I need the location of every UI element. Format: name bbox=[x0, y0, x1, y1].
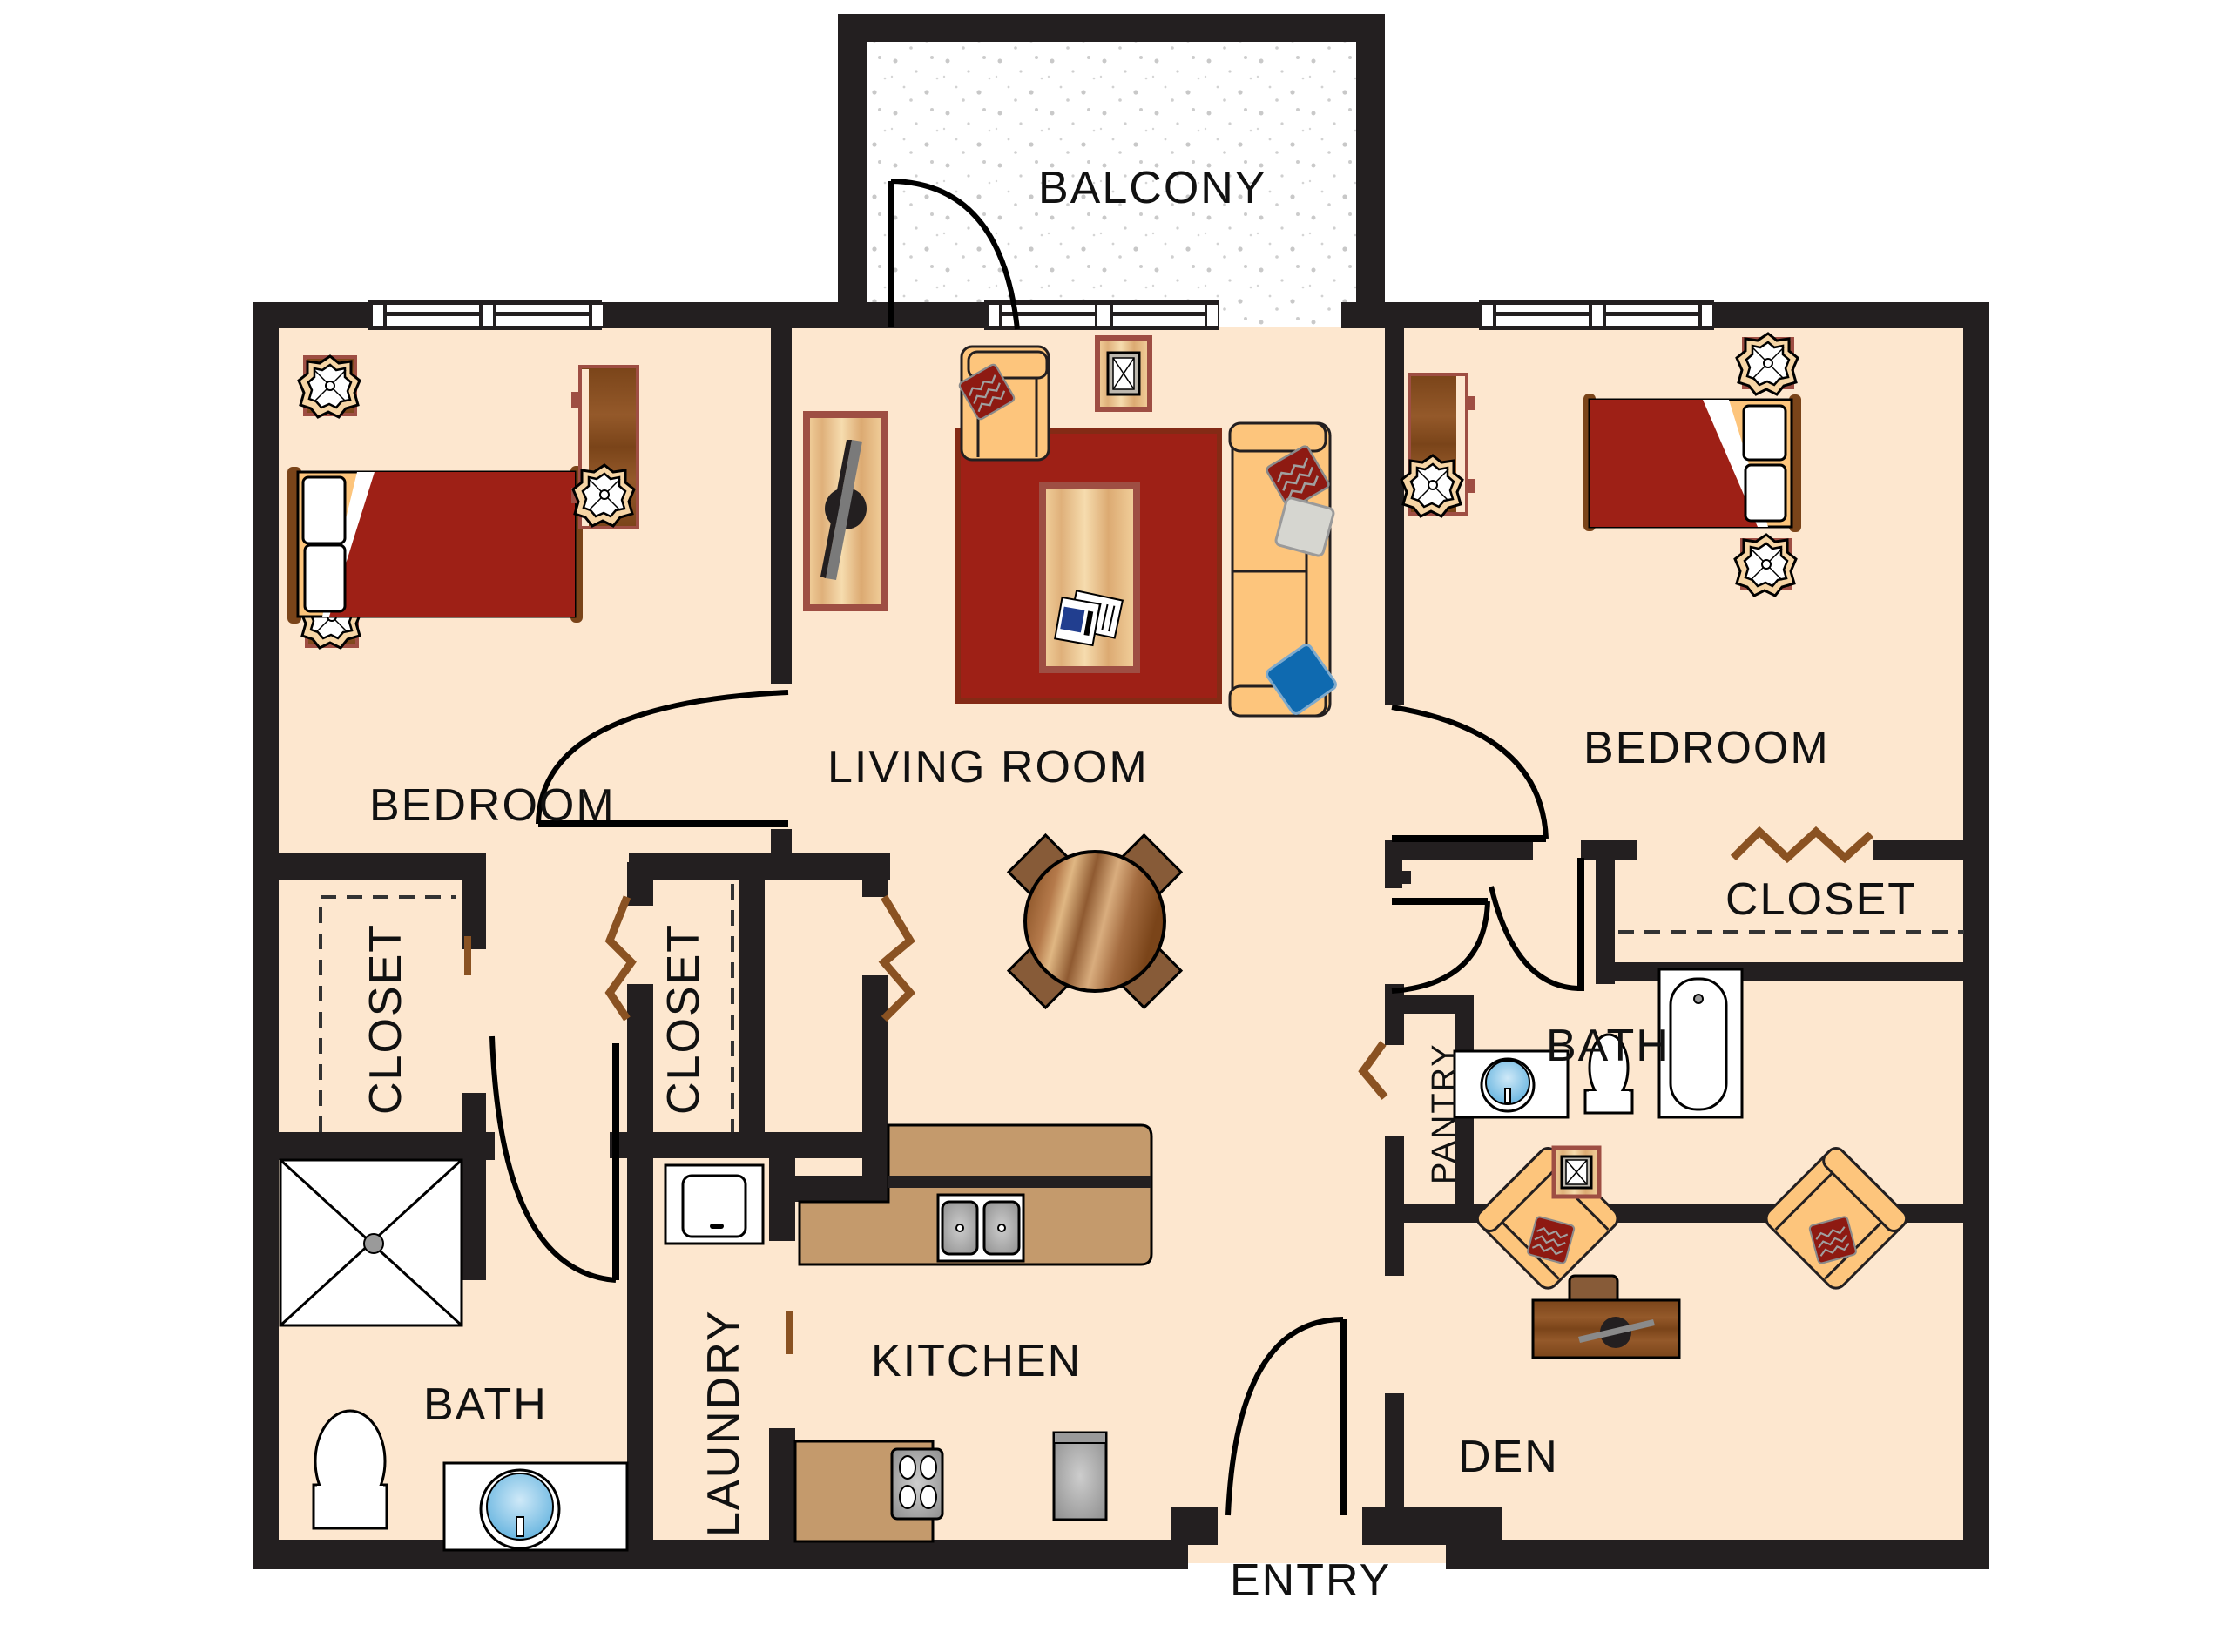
living-room-furniture bbox=[803, 335, 1337, 718]
coffee-table-icon bbox=[1039, 482, 1140, 673]
room-label-den: DEN bbox=[1458, 1432, 1559, 1482]
door-swing-icon[interactable] bbox=[1391, 705, 1549, 842]
room-label-living-room: LIVING ROOM bbox=[827, 742, 1149, 792]
nightstand-lamp-icon bbox=[1733, 533, 1798, 597]
window-icon bbox=[368, 300, 603, 330]
door-swing-icon[interactable] bbox=[1391, 858, 1584, 994]
room-label-laundry: LAUNDRY bbox=[699, 1309, 749, 1537]
kitchen-fixtures bbox=[664, 1123, 1153, 1543]
sink-icon bbox=[442, 1461, 629, 1552]
toilet-icon bbox=[1583, 1033, 1634, 1115]
closet-shelves bbox=[319, 884, 1964, 1132]
stove-icon bbox=[890, 1447, 944, 1521]
refrigerator-icon bbox=[1052, 1431, 1108, 1521]
sink-icon bbox=[1453, 1049, 1570, 1119]
door-stop bbox=[786, 1311, 793, 1354]
shower-icon bbox=[279, 1158, 463, 1327]
room-label-closet-right: CLOSET bbox=[1725, 874, 1917, 925]
door-swing-icon[interactable] bbox=[536, 690, 789, 827]
window-icon bbox=[984, 300, 1219, 330]
door-stop bbox=[464, 936, 471, 975]
windows bbox=[368, 300, 1714, 330]
left-bath-fixtures bbox=[279, 1158, 629, 1552]
room-label-bedroom-left: BEDROOM bbox=[369, 780, 616, 831]
armchair-icon bbox=[957, 345, 1050, 462]
bed-icon bbox=[287, 466, 583, 624]
left-bedroom-furniture bbox=[287, 354, 639, 650]
dresser-icon bbox=[1400, 373, 1475, 518]
room-label-bath-left: BATH bbox=[423, 1379, 548, 1430]
armchair-icon bbox=[1765, 1147, 1908, 1290]
room-label-entry: ENTRY bbox=[1230, 1555, 1391, 1606]
bed-icon bbox=[1583, 394, 1801, 532]
sofa-icon bbox=[1228, 421, 1337, 718]
washer-dryer-icon bbox=[664, 1163, 765, 1245]
room-labels: BALCONY LIVING ROOM BEDROOM BEDROOM CLOS… bbox=[361, 163, 1917, 1606]
doors bbox=[464, 179, 1874, 1516]
den-furniture bbox=[1475, 1145, 1908, 1359]
bathtub-icon bbox=[1657, 968, 1744, 1119]
room-label-bedroom-right: BEDROOM bbox=[1583, 723, 1830, 773]
right-bath-fixtures bbox=[1453, 968, 1744, 1119]
room-label-bath-right: BATH bbox=[1546, 1021, 1671, 1071]
toilet-icon bbox=[312, 1409, 388, 1530]
balcony-floor bbox=[862, 40, 1372, 327]
room-label-closet-hall: CLOSET bbox=[658, 923, 709, 1115]
door-swing-icon[interactable] bbox=[1225, 1317, 1347, 1516]
end-table-icon bbox=[1551, 1145, 1602, 1199]
end-table-icon bbox=[1095, 335, 1152, 412]
nightstand-lamp-icon bbox=[1735, 332, 1799, 396]
room-label-closet-left: CLOSET bbox=[361, 923, 411, 1115]
door-swing-icon[interactable] bbox=[489, 1035, 619, 1283]
tv-icon bbox=[803, 411, 888, 611]
room-label-pantry: PANTRY bbox=[1426, 1042, 1462, 1184]
door-swing-icon[interactable] bbox=[888, 179, 1020, 330]
nightstand-lamp-icon bbox=[297, 354, 361, 419]
window-icon bbox=[1479, 300, 1714, 330]
bifold-door-icon[interactable] bbox=[604, 826, 1874, 1100]
dining-table-icon bbox=[1006, 833, 1184, 1010]
dresser-icon bbox=[571, 365, 639, 529]
room-label-kitchen: KITCHEN bbox=[871, 1336, 1082, 1386]
desk-icon bbox=[1531, 1274, 1681, 1359]
right-bedroom-furniture bbox=[1400, 332, 1801, 597]
double-sink-icon bbox=[936, 1193, 1025, 1263]
room-label-balcony: BALCONY bbox=[1038, 163, 1267, 213]
